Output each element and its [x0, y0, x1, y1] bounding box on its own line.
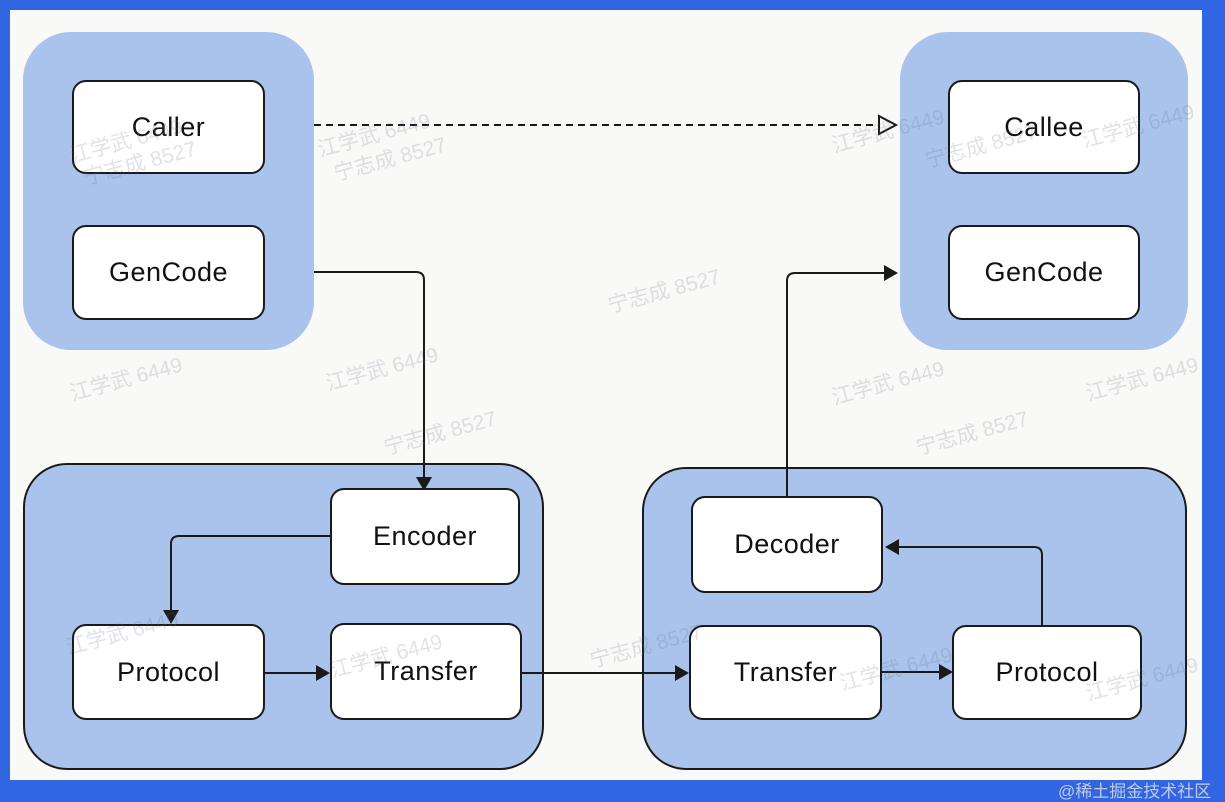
node-transfer-caller: Transfer: [330, 623, 522, 720]
node-gencode-callee-label: GenCode: [984, 257, 1104, 287]
node-caller-label: Caller: [131, 111, 206, 142]
node-transfer-callee: Transfer: [689, 625, 882, 720]
node-protocol-caller-label: Protocol: [116, 656, 221, 687]
site-watermark: @稀土掘金技术社区: [1058, 782, 1212, 801]
node-callee: Callee: [948, 80, 1140, 174]
node-transfer-callee-label: Transfer: [733, 657, 838, 687]
node-protocol-callee: Protocol: [952, 625, 1142, 720]
node-encoder: Encoder: [330, 488, 520, 585]
node-caller: Caller: [72, 80, 265, 174]
node-protocol-callee-label: Protocol: [995, 657, 1099, 687]
node-decoder: Decoder: [691, 496, 883, 593]
node-decoder-label: Decoder: [734, 529, 840, 559]
node-gencode-caller: GenCode: [72, 225, 265, 320]
node-encoder-label: Encoder: [372, 521, 478, 551]
node-callee-label: Callee: [1004, 111, 1084, 142]
node-protocol-caller: Protocol: [72, 624, 265, 720]
node-gencode-callee: GenCode: [948, 225, 1140, 320]
node-transfer-caller-label: Transfer: [374, 656, 478, 686]
node-gencode-caller-label: GenCode: [108, 257, 229, 287]
